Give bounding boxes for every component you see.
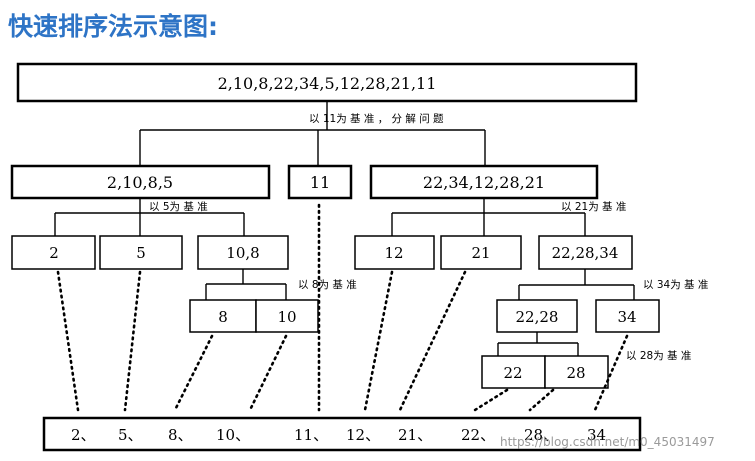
pivot-note-28: 以 28为 基 准 xyxy=(626,349,691,362)
sorted-result-box xyxy=(42,416,642,452)
subarray-10-8-label: 10,8 xyxy=(226,244,259,262)
value-21-box xyxy=(440,235,522,270)
left-split-connector xyxy=(54,198,245,236)
value-10-label: 10 xyxy=(277,308,296,326)
root-array-label: 2,10,8,22,34,5,12,28,21,11 xyxy=(218,74,437,93)
right-split-connector xyxy=(391,198,586,236)
split-22-28-34-connector xyxy=(518,269,635,300)
right-subarray-box xyxy=(369,164,599,200)
value-5-box xyxy=(99,235,183,270)
sorted-value: 12、 xyxy=(346,426,380,444)
value-28-box xyxy=(544,355,609,389)
value-2-box xyxy=(11,235,96,270)
sorted-value: 21、 xyxy=(398,426,432,444)
subarray-22-28-34-label: 22,28,34 xyxy=(552,244,619,262)
sorted-value: 22、 xyxy=(461,426,495,444)
sorted-value: 11、 xyxy=(294,426,328,444)
pivot-11-label: 11 xyxy=(310,173,330,192)
value-5-label: 5 xyxy=(136,244,146,262)
sorted-value: 5、 xyxy=(118,426,143,444)
sorted-value: 8、 xyxy=(168,426,193,444)
result-mapping-dotted-lines xyxy=(56,203,629,412)
subarray-22-28-label: 22,28 xyxy=(516,308,559,326)
value-8-label: 8 xyxy=(218,308,228,326)
pivot-note-left: 以 5为 基 准 xyxy=(149,200,208,213)
watermark: https://blog.csdn.net/m0_45031497 xyxy=(500,435,715,449)
root-array-box xyxy=(16,62,638,103)
root-split-connector xyxy=(139,101,486,166)
value-21-label: 21 xyxy=(471,244,490,262)
sorted-value: 34 xyxy=(587,426,606,444)
value-10-box xyxy=(255,299,319,333)
pivot-11-box xyxy=(287,164,353,200)
value-34-box xyxy=(595,299,660,333)
split-22-28-connector xyxy=(497,332,579,356)
right-subarray-label: 22,34,12,28,21 xyxy=(423,173,545,192)
sorted-value: 2、 xyxy=(71,426,96,444)
sorted-result-values: 2、 5、 8、 10、 11、 12、 21、 22、 28、 34 xyxy=(71,426,606,444)
pivot-note-right: 以 21为 基 准 xyxy=(561,200,626,213)
pivot-note-34: 以 34为 基 准 xyxy=(643,278,708,291)
value-34-label: 34 xyxy=(617,308,636,326)
value-28-label: 28 xyxy=(566,364,585,382)
pivot-note-8: 以 8为 基 准 xyxy=(298,278,357,291)
value-22-label: 22 xyxy=(503,364,522,382)
pivot-note-root: 以 11为 基 准 ， 分 解 问 题 xyxy=(309,112,444,125)
split-10-8-connector xyxy=(205,269,287,300)
subarray-22-28-box xyxy=(496,299,578,333)
value-22-box xyxy=(481,355,546,389)
value-12-label: 12 xyxy=(384,244,403,262)
subarray-22-28-34-box xyxy=(538,235,633,270)
left-subarray-label: 2,10,8,5 xyxy=(107,173,173,192)
subarray-10-8-box xyxy=(197,235,289,270)
page-title: 快速排序法示意图: xyxy=(8,12,218,41)
value-12-box xyxy=(354,235,435,270)
sorted-value: 28、 xyxy=(524,426,558,444)
value-8-box xyxy=(189,299,257,333)
value-2-label: 2 xyxy=(49,244,59,262)
sorted-value: 10、 xyxy=(216,426,250,444)
